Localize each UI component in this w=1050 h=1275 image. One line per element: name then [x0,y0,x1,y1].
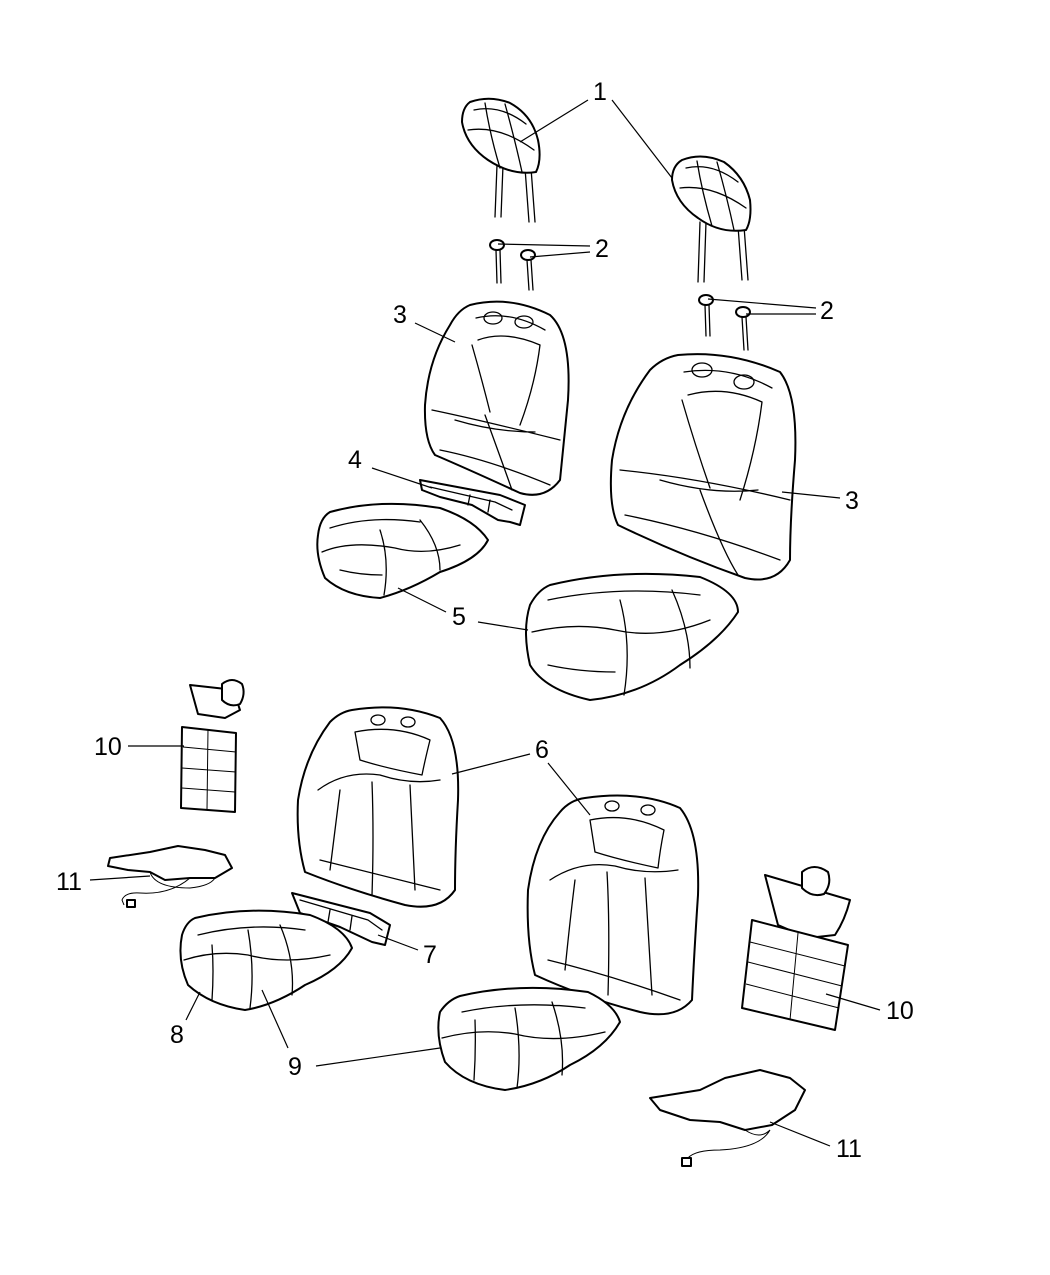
seat-back-cover-left [423,300,570,496]
callouts: 1 2 2 3 3 4 5 6 7 8 9 10 10 11 11 [56,78,914,1163]
callout-3-right: 3 [845,487,859,515]
callout-11-right: 11 [836,1135,862,1163]
wiring-harness-right [649,1069,806,1167]
callout-7: 7 [423,941,437,969]
seat-cushion-pad-right [437,986,621,1091]
callout-6: 6 [535,736,549,764]
wiring-harness-left [107,845,233,908]
seat-trim-panel [419,479,526,526]
leader-lines [89,99,881,1147]
seat-back-cover-right [609,353,797,581]
callout-10-left: 10 [94,733,122,761]
headrest-guides-left [489,239,536,291]
seat-cushion-pad-left [179,909,353,1011]
callout-3-left: 3 [393,301,407,329]
headrest-guides-right [698,294,751,351]
callout-9: 9 [288,1053,302,1081]
callout-8: 8 [170,1021,184,1049]
seat-back-pad-left [296,706,460,908]
callout-2-left: 2 [595,235,609,263]
callout-1: 1 [593,78,607,106]
seat-back-pad-right [526,794,700,1016]
seat-cushion-cover-left [316,502,489,599]
callout-10-right: 10 [886,997,914,1025]
callout-5: 5 [452,603,466,631]
callout-11-left: 11 [56,868,82,896]
heater-mat-right [741,866,851,1031]
headrest-right [671,155,752,283]
headrest-left [461,97,541,223]
seat-cushion-cover-right [525,572,739,701]
callout-4: 4 [348,446,362,474]
heater-mat-left [180,679,245,813]
callout-2-right: 2 [820,297,834,325]
